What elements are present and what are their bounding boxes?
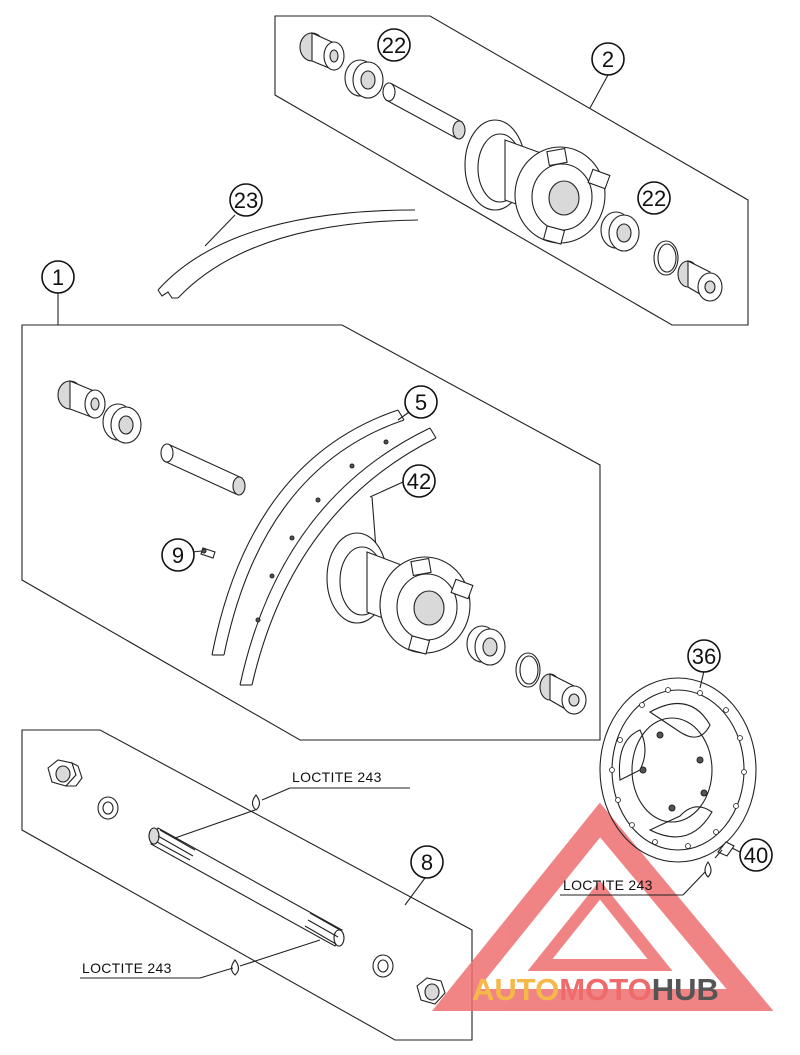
svg-text:22: 22 bbox=[382, 33, 406, 58]
callout-42: 42 bbox=[402, 464, 436, 498]
leader-8 bbox=[404, 877, 426, 906]
svg-text:42: 42 bbox=[407, 469, 431, 494]
svg-text:1: 1 bbox=[52, 265, 64, 290]
callout-23: 23 bbox=[229, 183, 263, 217]
svg-text:5: 5 bbox=[415, 390, 427, 415]
hub-bearing-right bbox=[600, 211, 640, 252]
watermark-auto: AUTO bbox=[472, 972, 559, 1007]
svg-text:2: 2 bbox=[602, 47, 614, 72]
spoke-nipple bbox=[200, 547, 216, 559]
hub-body bbox=[464, 119, 611, 245]
watermark-moto: MOTO bbox=[559, 972, 651, 1007]
callout-40: 40 bbox=[739, 838, 773, 872]
wheel-spacer-right bbox=[539, 673, 587, 715]
leader-36 bbox=[699, 670, 705, 689]
panel-wheel-outline bbox=[21, 324, 601, 741]
leader-23 bbox=[204, 214, 236, 247]
rim-tape: 23 bbox=[157, 183, 419, 299]
callout-8: 8 bbox=[410, 845, 444, 879]
callout-2: 2 bbox=[591, 42, 625, 76]
panel-hub-assembly: 2 22 22 bbox=[274, 15, 749, 326]
callout-5: 5 bbox=[404, 385, 438, 419]
leader-40 bbox=[731, 847, 741, 853]
svg-text:AUTOMOTOHUB: AUTOMOTOHUB bbox=[472, 972, 719, 1007]
callout-9: 9 bbox=[161, 538, 195, 572]
brake-disc: 36 bbox=[599, 639, 757, 863]
hub-spacer-right bbox=[677, 260, 723, 302]
svg-text:9: 9 bbox=[172, 543, 184, 568]
watermark-text: AUTOMOTOHUB bbox=[472, 972, 719, 1007]
panel-axle: 8 LOCTITE 243 bbox=[21, 729, 473, 1041]
wheel-hub bbox=[326, 532, 474, 655]
leader-loctite-top-axle bbox=[174, 809, 256, 839]
svg-text:22: 22 bbox=[642, 186, 666, 211]
leader-42 bbox=[369, 481, 404, 498]
axle-washer-right bbox=[372, 954, 394, 978]
axle-shaft bbox=[148, 827, 345, 947]
panel-axle-outline bbox=[21, 729, 473, 1041]
loctite-drop-top bbox=[251, 794, 261, 811]
panel-hub-outline bbox=[274, 15, 749, 326]
callout-36: 36 bbox=[687, 639, 721, 673]
disc-bolt: 40 LOCTITE 243 bbox=[560, 838, 773, 896]
wheel-bearing-left bbox=[102, 403, 142, 444]
note-loctite-disc-bolt: LOCTITE 243 bbox=[563, 877, 653, 893]
axle-nut-left bbox=[47, 759, 83, 787]
axle-washer-left bbox=[97, 796, 119, 820]
note-loctite-axle-top: LOCTITE 243 bbox=[292, 769, 382, 785]
watermark-logo bbox=[432, 802, 774, 1011]
svg-text:36: 36 bbox=[692, 644, 716, 669]
wheel-circlip bbox=[515, 652, 541, 688]
panel-wheel-assembly: 1 bbox=[21, 260, 601, 741]
callout-22-top: 22 bbox=[377, 28, 411, 62]
svg-text:23: 23 bbox=[234, 188, 258, 213]
note-loctite-axle-bottom: LOCTITE 243 bbox=[82, 960, 172, 976]
loctite-drop-bottom bbox=[230, 959, 240, 976]
svg-text:8: 8 bbox=[421, 850, 433, 875]
loctite-drop-bolt bbox=[704, 861, 712, 878]
watermark-hub: HUB bbox=[652, 972, 719, 1007]
hub-bearing-left bbox=[344, 59, 384, 99]
wheel-bearing-right bbox=[466, 625, 506, 666]
hub-circlip bbox=[653, 240, 679, 276]
svg-text:40: 40 bbox=[744, 843, 768, 868]
wheel-rim bbox=[211, 409, 437, 686]
callout-22-right: 22 bbox=[637, 181, 671, 215]
hub-spacer-left bbox=[299, 32, 345, 71]
leader-2 bbox=[589, 74, 609, 109]
callout-1: 1 bbox=[41, 260, 75, 294]
watermark-triangle-icon bbox=[432, 802, 774, 1011]
hub-tube bbox=[382, 82, 466, 140]
wheel-tube bbox=[160, 443, 246, 496]
leader-loctite-top bbox=[261, 787, 291, 801]
axle-nut-right bbox=[416, 977, 446, 1005]
wheel-spacer-left bbox=[57, 380, 106, 419]
